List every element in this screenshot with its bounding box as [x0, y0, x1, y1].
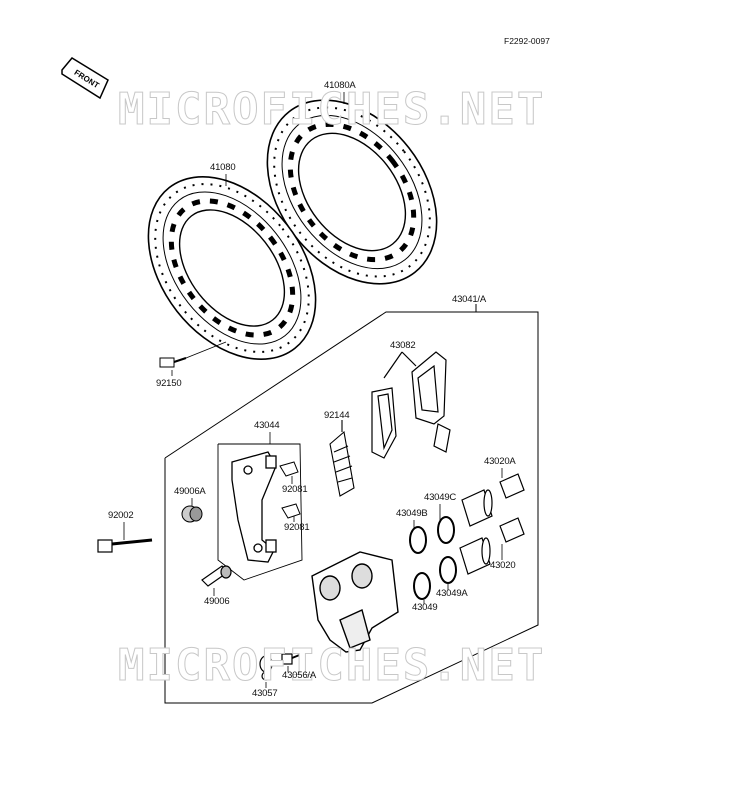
bolt-92002 [97, 538, 153, 553]
part-label-43041A: 43041/A [452, 294, 486, 305]
part-label-92081-upper: 92081 [282, 484, 308, 495]
part-label-41080: 41080 [210, 162, 236, 173]
leader-lines [123, 92, 503, 688]
part-label-43044: 43044 [254, 420, 280, 431]
part-label-43020A: 43020A [484, 456, 516, 467]
part-label-43056A: 43056/A [282, 670, 316, 681]
watermark-top: MICROFICHES.NET [117, 84, 546, 136]
bleeder-43056A [281, 653, 303, 665]
caliper-assembly-frame [164, 304, 539, 704]
part-label-92150: 92150 [156, 378, 182, 389]
brake-pads-43082 [371, 351, 451, 459]
part-label-43049C: 43049C [424, 492, 457, 503]
part-label-43049B: 43049B [396, 508, 428, 519]
part-label-43049: 43049 [412, 602, 438, 613]
drawing-code: F2292-0097 [504, 36, 550, 46]
part-label-43057: 43057 [252, 688, 278, 699]
caliper-body [311, 551, 399, 653]
pad-spring-92144 [329, 420, 355, 497]
caliper-bracket-43044 [217, 443, 303, 581]
clip-92081 [279, 461, 301, 519]
part-label-92144: 92144 [324, 410, 350, 421]
piston-seals-43049 [409, 516, 457, 600]
pistons-43020 [459, 473, 525, 575]
brake-disc-41080A [266, 99, 438, 285]
part-label-43020: 43020 [490, 560, 516, 571]
boot-49006A [181, 505, 203, 523]
slide-pin-49006 [201, 565, 232, 587]
bolt-92150 [159, 341, 227, 368]
part-label-49006A: 49006A [174, 486, 206, 497]
part-label-92002: 92002 [108, 510, 134, 521]
cap-43057 [259, 655, 273, 681]
watermark-bottom: MICROFICHES.NET [117, 640, 546, 692]
part-label-41080A: 41080A [324, 80, 356, 91]
brake-disc-41080 [147, 175, 317, 361]
part-label-92081-lower: 92081 [284, 522, 310, 533]
front-arrow-icon: FRONT [61, 57, 109, 100]
part-label-43049A: 43049A [436, 588, 468, 599]
part-label-49006: 49006 [204, 596, 230, 607]
part-label-43082: 43082 [390, 340, 416, 351]
